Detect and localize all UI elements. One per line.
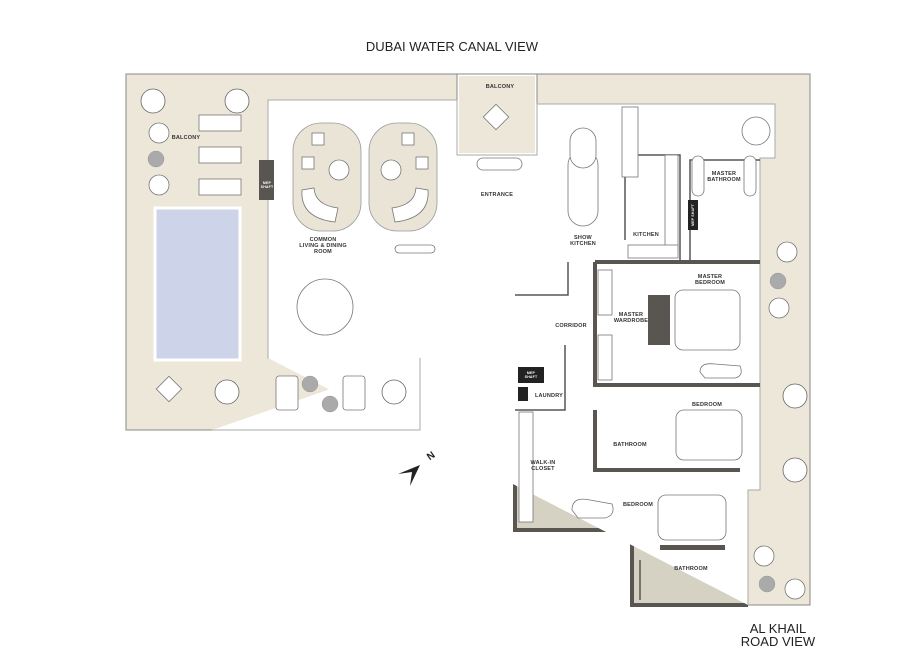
armchair bbox=[301, 156, 315, 170]
vanity bbox=[743, 155, 757, 197]
sun-lounger bbox=[198, 114, 242, 132]
room-label-master-bedroom: MASTER bbox=[698, 274, 722, 280]
bedroom-1-bed bbox=[675, 409, 743, 461]
shaft-1 bbox=[518, 367, 544, 383]
room-label-living: ROOM bbox=[314, 249, 332, 255]
armchair-round bbox=[784, 578, 806, 600]
room-label-balcony: BALCONY bbox=[172, 135, 201, 141]
room-label-walk-in-closet: CLOSET bbox=[531, 466, 555, 472]
shaft-label: SHAFT bbox=[261, 185, 274, 189]
view-label-side-line1: AL KHAIL bbox=[750, 621, 807, 636]
room-label-master-wardrobe: MASTER bbox=[619, 312, 643, 318]
side-table bbox=[758, 575, 776, 593]
room-label-master-bathroom: MASTER bbox=[712, 171, 736, 177]
room-label-kitchen: KITCHEN bbox=[633, 232, 659, 238]
master-bed bbox=[674, 289, 741, 351]
north-arrow-icon: N bbox=[398, 450, 437, 486]
dining-counter bbox=[569, 127, 597, 169]
swimming-pool bbox=[153, 206, 242, 362]
sofa-left bbox=[301, 187, 339, 223]
coffee-table-right bbox=[380, 159, 402, 181]
sofa-right bbox=[391, 187, 429, 223]
partition-kitchen-walls bbox=[624, 154, 681, 260]
kitchen-counter-bottom bbox=[627, 244, 679, 259]
plant bbox=[214, 379, 240, 405]
room-label-walk-in-closet: WALK-IN bbox=[531, 460, 556, 466]
shaft-label: MEP bbox=[263, 181, 272, 185]
sun-lounger bbox=[198, 146, 242, 164]
room-label-living: LIVING & DINING bbox=[299, 243, 347, 249]
outdoor-sofa bbox=[342, 375, 366, 411]
coffee-table-left bbox=[328, 159, 350, 181]
room-label-master-wardrobe: WARDROBE bbox=[614, 318, 648, 324]
wardrobe bbox=[597, 334, 613, 381]
plant bbox=[782, 383, 808, 409]
partition-laundry bbox=[515, 345, 566, 411]
outdoor-table bbox=[155, 375, 183, 403]
side-table bbox=[321, 395, 339, 413]
armchair-round bbox=[148, 122, 170, 144]
outdoor-table bbox=[482, 103, 510, 131]
glazing-bottom bbox=[212, 358, 421, 431]
room-label-bathroom: BATHROOM bbox=[613, 442, 647, 448]
console bbox=[394, 244, 436, 254]
room-label-living: COMMON bbox=[310, 237, 337, 243]
headboard-wall bbox=[648, 295, 670, 345]
fireplace bbox=[259, 160, 274, 200]
room-label-show-kitchen: SHOW bbox=[574, 235, 593, 241]
dining-table bbox=[296, 278, 354, 336]
plant bbox=[140, 88, 166, 114]
chaise bbox=[699, 363, 742, 379]
armchair-round bbox=[768, 297, 790, 319]
closet bbox=[518, 411, 534, 523]
room-label-show-kitchen: KITCHEN bbox=[570, 241, 596, 247]
shaft-label: MEP bbox=[527, 371, 536, 375]
sun-lounger bbox=[198, 178, 242, 196]
room-label-master-bathroom: BATHROOM bbox=[707, 177, 741, 183]
plant bbox=[224, 88, 250, 114]
shaft-3 bbox=[688, 200, 698, 230]
armchair-round bbox=[776, 241, 798, 263]
vanity bbox=[691, 155, 705, 197]
kitchen-counter bbox=[664, 154, 679, 251]
chaise bbox=[571, 498, 614, 519]
shaft-label: MEP SHAFT bbox=[691, 203, 695, 226]
bench-entrance bbox=[476, 157, 523, 171]
bed2-partition bbox=[660, 545, 725, 550]
room-label-bathroom: BATHROOM bbox=[674, 566, 708, 572]
armchair bbox=[401, 132, 415, 146]
room-label-entrance: ENTRANCE bbox=[481, 192, 513, 198]
room-label-laundry: LAUNDRY bbox=[535, 393, 563, 399]
plant bbox=[381, 379, 407, 405]
partition-wardrobe bbox=[593, 262, 760, 387]
room-label-corridor: CORRIDOR bbox=[555, 323, 587, 329]
view-label-top: DUBAI WATER CANAL VIEW bbox=[366, 39, 539, 54]
bathtub bbox=[741, 116, 771, 146]
north-label: N bbox=[425, 450, 437, 463]
shaft-label: SHAFT bbox=[525, 375, 538, 379]
view-label-side-line2: ROAD VIEW bbox=[741, 634, 816, 649]
room-label-balcony: BALCONY bbox=[486, 84, 515, 90]
partition-bedroom bbox=[593, 410, 740, 472]
armchair-round bbox=[148, 174, 170, 196]
room-label-bedroom: BEDROOM bbox=[623, 502, 653, 508]
kitchen-cabinets bbox=[621, 106, 639, 178]
room-label-master-bedroom: BEDROOM bbox=[695, 280, 725, 286]
side-table bbox=[301, 375, 319, 393]
wardrobe bbox=[597, 269, 613, 316]
outdoor-sofa bbox=[275, 375, 299, 411]
round-stool bbox=[147, 150, 165, 168]
bedroom-2-bed bbox=[657, 494, 727, 541]
armchair bbox=[415, 156, 429, 170]
outer-wall-right bbox=[630, 530, 748, 607]
plant bbox=[782, 457, 808, 483]
room-label-bedroom: BEDROOM bbox=[692, 402, 722, 408]
armchair-round bbox=[753, 545, 775, 567]
side-table bbox=[769, 272, 787, 290]
partition-corridor bbox=[515, 262, 569, 296]
shaft-2 bbox=[518, 387, 528, 401]
armchair bbox=[311, 132, 325, 146]
